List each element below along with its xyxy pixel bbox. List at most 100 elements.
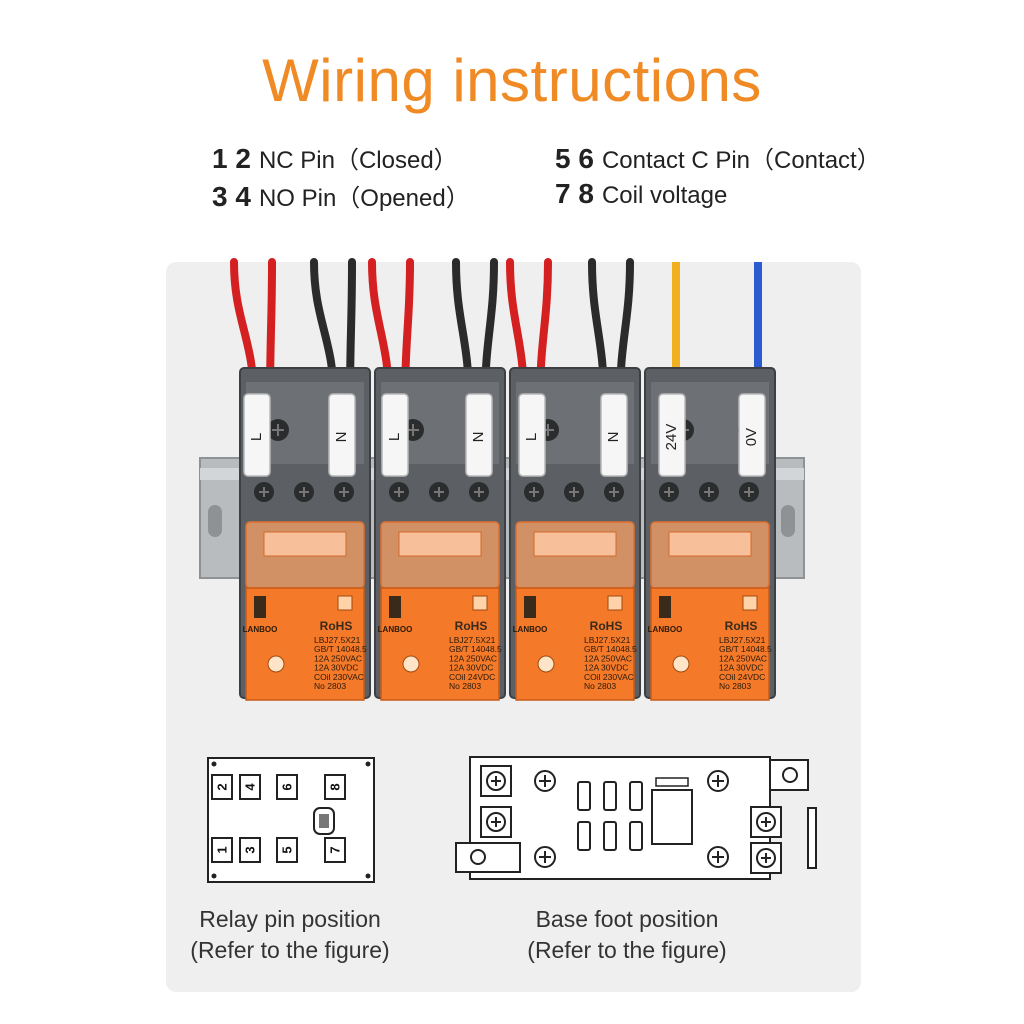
relay-rohs: RoHS bbox=[725, 619, 758, 633]
wire-label: 24V bbox=[663, 424, 680, 451]
relay-indicator bbox=[742, 595, 758, 611]
legend-text: Contact C Pin（Contact） bbox=[601, 147, 881, 174]
relay-led bbox=[402, 655, 420, 673]
legend-row-no: 3 4 NO Pin（Opened） bbox=[212, 178, 470, 213]
screw-slot bbox=[529, 487, 539, 497]
base-center-block bbox=[651, 789, 693, 845]
relay-brand: LANBOO bbox=[513, 625, 548, 634]
relay-coil-window bbox=[668, 531, 752, 557]
base-screw-slot bbox=[539, 775, 551, 787]
pin-frame bbox=[239, 774, 261, 800]
relay-brand: LANBOO bbox=[648, 625, 683, 634]
relay-pin-caption: Relay pin position (Refer to the figure) bbox=[170, 904, 410, 966]
relay-spec-line: COil 24VDC bbox=[719, 672, 765, 682]
corner-dot bbox=[211, 873, 217, 879]
relay-indicator bbox=[337, 595, 353, 611]
terminal-screw-slot bbox=[761, 817, 771, 827]
legend-text: Coil voltage bbox=[601, 182, 728, 209]
relay-spec-line: No 2803 bbox=[449, 681, 481, 691]
relay-spec-line: LBJ27.5X21 bbox=[449, 635, 496, 645]
base-pin-slot bbox=[577, 781, 591, 811]
relay-brand: LANBOO bbox=[378, 625, 413, 634]
wire-label: L bbox=[248, 433, 265, 441]
pin-frame bbox=[211, 837, 233, 863]
wire-label: N bbox=[605, 432, 622, 443]
screw-slot bbox=[339, 487, 349, 497]
pin-number: 8 bbox=[327, 783, 342, 790]
relay-spec-line: 12A 250VAC bbox=[719, 653, 767, 663]
base-foot-diagram bbox=[455, 756, 817, 880]
relay-logo bbox=[524, 596, 536, 618]
relay-spec-line: 12A 250VAC bbox=[314, 653, 362, 663]
wire-ferrule bbox=[381, 393, 409, 477]
relay-spec-line: No 2803 bbox=[314, 681, 346, 691]
relay-coil-window bbox=[263, 531, 347, 557]
base-foot-caption: Base foot position (Refer to the figure) bbox=[497, 904, 757, 966]
screw-slot bbox=[259, 487, 269, 497]
mount-hole bbox=[782, 767, 798, 783]
relay-spec-line: COil 230VAC bbox=[584, 672, 634, 682]
relay-logo bbox=[659, 596, 671, 618]
rail-slot bbox=[781, 505, 795, 537]
wire-label: N bbox=[333, 432, 350, 443]
base-pin-slot bbox=[577, 821, 591, 851]
base-screw-slot bbox=[712, 851, 724, 863]
legend-text: NO Pin（Opened） bbox=[258, 185, 470, 212]
relay-spec-line: 12A 30VDC bbox=[584, 663, 628, 673]
base-pin-slot bbox=[629, 781, 643, 811]
pin-frame bbox=[324, 837, 346, 863]
pin-frame bbox=[239, 837, 261, 863]
relay-logo bbox=[389, 596, 401, 618]
relay-rohs: RoHS bbox=[455, 619, 488, 633]
screw-slot bbox=[299, 487, 309, 497]
base-clip bbox=[807, 807, 817, 869]
relay-coil-window bbox=[398, 531, 482, 557]
wire-ferrule bbox=[328, 393, 356, 477]
corner-dot bbox=[365, 761, 371, 767]
mount-hole bbox=[470, 849, 486, 865]
relay-led bbox=[537, 655, 555, 673]
pin-frame bbox=[276, 837, 298, 863]
pin-number: 5 bbox=[279, 846, 294, 853]
wire-ferrule bbox=[243, 393, 271, 477]
screw-slot bbox=[434, 487, 444, 497]
screw-slot bbox=[744, 487, 754, 497]
relay-spec-line: GB/T 14048.5 bbox=[314, 644, 367, 654]
base-pin-slot bbox=[603, 821, 617, 851]
pin-number: 1 bbox=[214, 846, 229, 853]
relay-rohs: RoHS bbox=[320, 619, 353, 633]
base-foot-caption-title: Base foot position bbox=[535, 906, 719, 932]
relay-coil-window bbox=[533, 531, 617, 557]
relay-logo bbox=[254, 596, 266, 618]
relay-spec-line: 12A 30VDC bbox=[314, 663, 358, 673]
relay-center-inner bbox=[319, 814, 329, 828]
base-pin-slot bbox=[603, 781, 617, 811]
legend-nums: 3 4 bbox=[212, 181, 251, 212]
base-pin-slot bbox=[629, 821, 643, 851]
wire-ferrule bbox=[600, 393, 628, 477]
wire-ferrule bbox=[518, 393, 546, 477]
relay-indicator bbox=[472, 595, 488, 611]
screw-slot bbox=[704, 487, 714, 497]
legend-nums: 5 6 bbox=[555, 143, 594, 174]
relay-led bbox=[672, 655, 690, 673]
relay-led bbox=[267, 655, 285, 673]
relay-rohs: RoHS bbox=[590, 619, 623, 633]
wire-label: L bbox=[523, 433, 540, 441]
relay-spec-line: GB/T 14048.5 bbox=[449, 644, 502, 654]
screw-slot bbox=[664, 487, 674, 497]
relay-spec-line: GB/T 14048.5 bbox=[719, 644, 772, 654]
legend-nums: 1 2 bbox=[212, 143, 251, 174]
relay-spec-line: 12A 250VAC bbox=[449, 653, 497, 663]
relay-spec-line: COil 24VDC bbox=[449, 672, 495, 682]
pin-frame bbox=[324, 774, 346, 800]
pin-number: 4 bbox=[242, 783, 257, 791]
base-foot-caption-sub: (Refer to the figure) bbox=[527, 937, 727, 963]
